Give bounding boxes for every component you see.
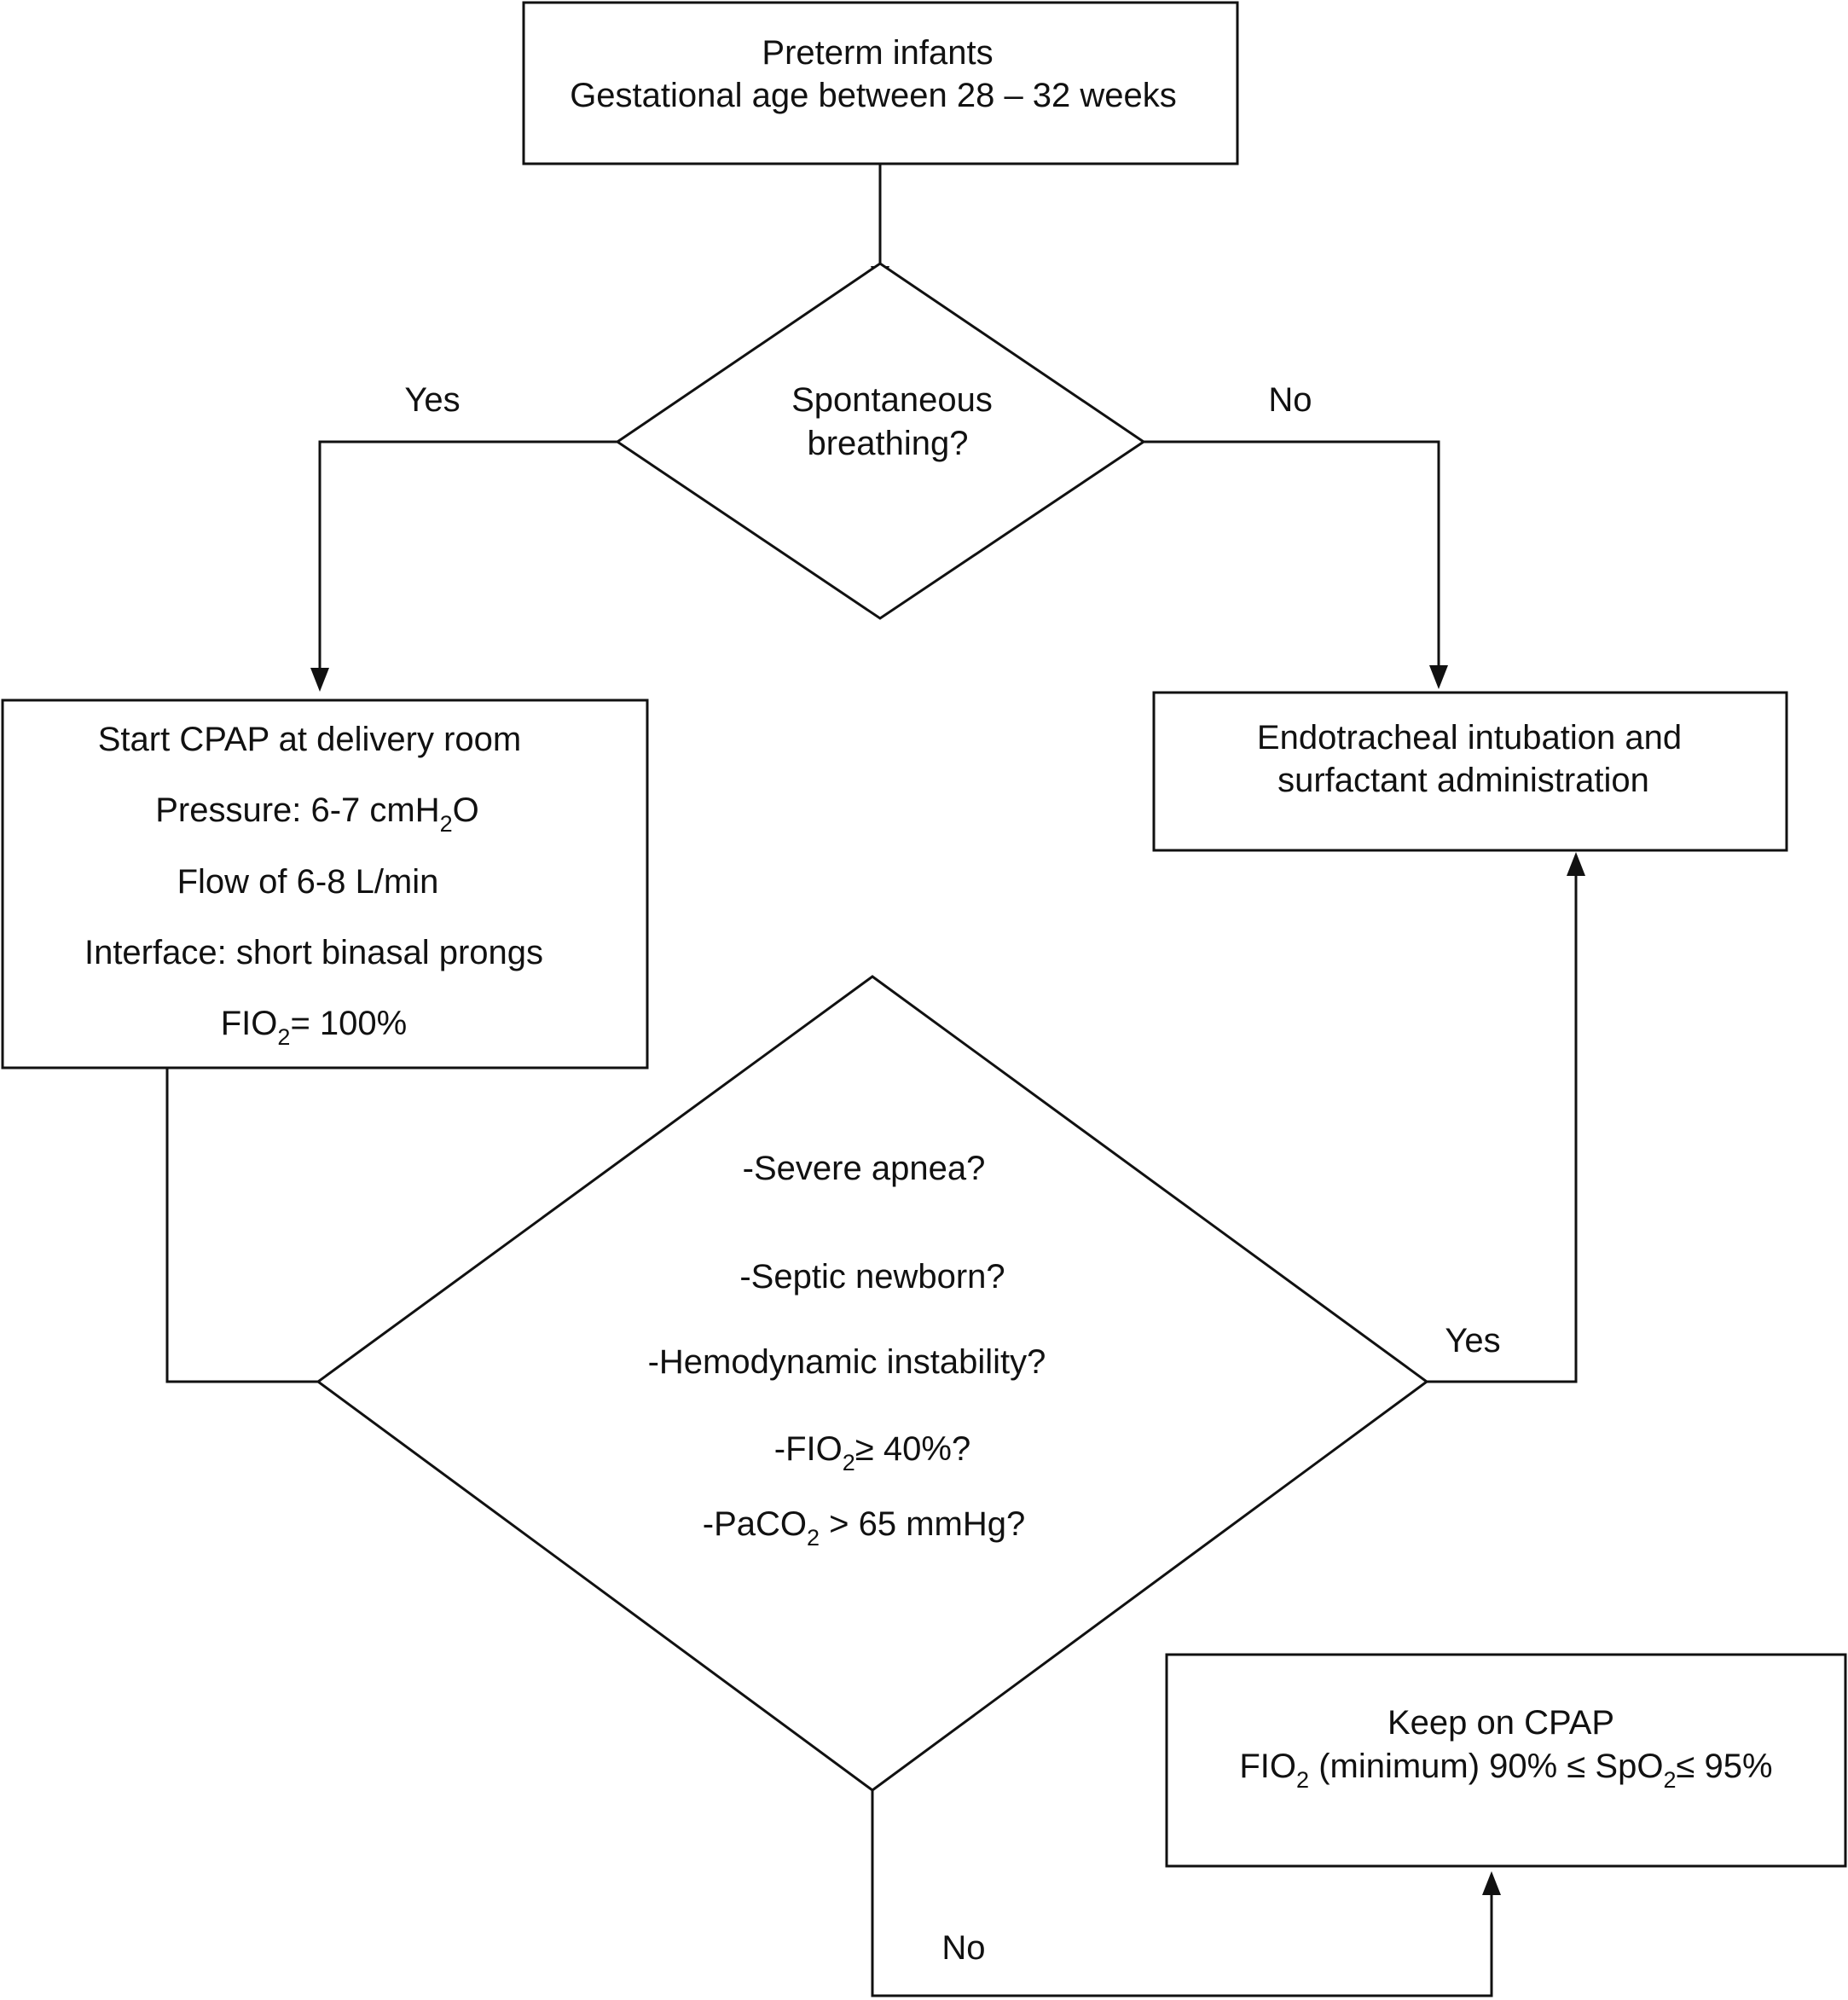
cpap-interface: Interface: short binasal prongs [84, 934, 543, 971]
start-line-1: Preterm infants [762, 34, 993, 72]
cpap-start-node: Start CPAP at delivery room Pressure: 6-… [1, 699, 649, 1070]
edge-criteria-no [871, 1790, 1493, 1997]
edge-breathing-no [1144, 440, 1440, 670]
cpap-start-box [1, 699, 649, 1070]
criteria-decision: -Severe apnea? -Septic newborn? -Hemodyn… [316, 975, 1429, 1792]
edge-breathing-yes [318, 440, 617, 672]
arrowhead-up-icon [1567, 852, 1585, 876]
cpap-fio2: FIO2= 100% [221, 1005, 407, 1050]
arrowhead-down-icon [310, 668, 329, 692]
arrowhead-down-icon [1429, 665, 1448, 689]
keep-cpap-title: Keep on CPAP [1387, 1704, 1614, 1742]
criteria-apnea: -Severe apnea? [743, 1150, 986, 1187]
intubation-line-1: Endotracheal intubation and [1257, 719, 1682, 757]
edge-cpap-to-criteria [165, 1068, 318, 1383]
keep-cpap-fio2: FIO2 (minimum) 90% ≤ SpO2≤ 95% [1239, 1748, 1772, 1793]
cpap-flow: Flow of 6-8 L/min [177, 863, 439, 901]
breathing-line-2: breathing? [807, 425, 968, 462]
criteria-paco2: -PaCO2 > 65 mmHg? [703, 1505, 1026, 1551]
edge-label-criteria-no: No [941, 1929, 985, 1967]
start-node: Preterm infants Gestational age between … [522, 1, 1239, 165]
cpap-pressure: Pressure: 6-7 cmH2O [155, 791, 479, 837]
arrowhead-up-icon [1482, 1871, 1501, 1895]
edge-label-criteria-yes: Yes [1445, 1322, 1500, 1359]
edge-label-breathing-no: No [1268, 381, 1312, 419]
edge-criteria-yes [1427, 872, 1578, 1383]
start-box [522, 1, 1239, 165]
keep-cpap-box [1165, 1653, 1847, 1868]
breathing-line-1: Spontaneous [791, 381, 993, 419]
keep-cpap-node: Keep on CPAP FIO2 (minimum) 90% ≤ SpO2≤ … [1165, 1653, 1847, 1868]
intubation-node: Endotracheal intubation and surfactant a… [1152, 691, 1788, 852]
criteria-septic: -Septic newborn? [739, 1258, 1005, 1296]
intubation-line-2: surfactant administration [1277, 762, 1649, 799]
edge-label-breathing-yes: Yes [404, 381, 460, 419]
intubation-box [1152, 691, 1788, 852]
cpap-start-title: Start CPAP at delivery room [98, 721, 521, 758]
connectors [165, 152, 1585, 1997]
criteria-fio2: -FIO2≥ 40%? [774, 1430, 970, 1475]
breathing-decision: Spontaneous breathing? [615, 262, 1146, 620]
start-line-2: Gestational age between 28 – 32 weeks [570, 77, 1177, 114]
criteria-hemodynamic: -Hemodynamic instability? [648, 1343, 1046, 1381]
breathing-diamond [615, 262, 1146, 620]
criteria-diamond [316, 975, 1429, 1792]
